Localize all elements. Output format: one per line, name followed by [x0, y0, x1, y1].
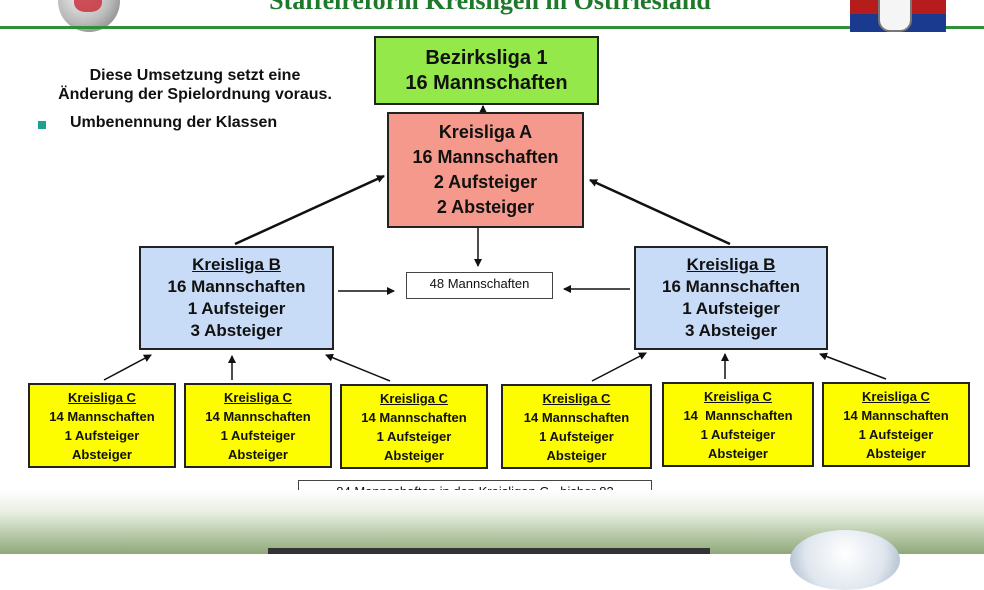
kreisliga-c-relegated: Absteiger [708, 445, 768, 461]
arrow-c3-to-b1 [325, 353, 391, 382]
kreisliga-c-box: Kreisliga C 14 Mannschaften 1 Aufsteiger… [662, 382, 814, 467]
soccer-ball-icon [790, 530, 900, 590]
kreisliga-c-relegated: Absteiger [546, 447, 607, 463]
kreisliga-c-title: Kreisliga C [704, 388, 772, 404]
kreisliga-c-promoted: 1 Aufsteiger [220, 427, 296, 443]
kreisliga-b-relegated: 3 Absteiger [685, 321, 777, 340]
kreisliga-c-title: Kreisliga C [68, 389, 136, 405]
kreisliga-c-box: Kreisliga C 14 Mannschaften 1 Aufsteiger… [28, 383, 176, 468]
note-line-1: Diese Umsetzung setzt eine [89, 67, 301, 84]
arrow-c4-to-b2 [591, 352, 647, 382]
kreisliga-c-teams: 14 Mannschaften [683, 407, 793, 423]
kreisliga-b-relegated: 3 Absteiger [190, 321, 283, 340]
kreisliga-c-title: Kreisliga C [224, 389, 292, 405]
kreisliga-c-teams: 14 Mannschaften [843, 407, 949, 423]
kreisliga-c-title: Kreisliga C [542, 390, 611, 406]
kreisliga-c-box: Kreisliga C 14 Mannschaften 1 Aufsteiger… [184, 383, 332, 468]
bezirksliga-box: Bezirksliga 1 16 Mannschaften [374, 36, 599, 105]
kreisliga-c-box: Kreisliga C 14 Mannschaften 1 Aufsteiger… [340, 384, 488, 469]
kreisliga-c-title: Kreisliga C [380, 390, 448, 406]
header-divider [0, 26, 984, 29]
kreisliga-b-box: Kreisliga B 16 Mannschaften 1 Aufsteiger… [139, 246, 334, 350]
kreisliga-c-relegated: Absteiger [866, 445, 926, 461]
kreisliga-c-title: Kreisliga C [862, 388, 930, 404]
kreisliga-b-promoted: 1 Aufsteiger [187, 299, 286, 318]
note-bullet: Umbenennung der Klassen [38, 114, 277, 132]
kreisliga-b-teams: 16 Mannschaften [167, 277, 306, 296]
kreisliga-a-promoted: 2 Aufsteiger [433, 172, 538, 192]
arrow-c6-to-b2 [819, 352, 887, 380]
kreisliga-a-box: Kreisliga A 16 Mannschaften 2 Aufsteiger… [387, 112, 584, 228]
square-bullet-icon [38, 121, 46, 129]
connector-arrows [103, 105, 887, 382]
kreisliga-c-box: Kreisliga C 14 Mannschaften 1 Aufsteiger… [501, 384, 652, 469]
kreisliga-c-box: Kreisliga C 14 Mannschaften 1 Aufsteiger… [822, 382, 970, 467]
kreisliga-c-teams: 14 Mannschaften [523, 409, 630, 425]
kreisliga-c-relegated: Absteiger [384, 447, 444, 463]
kreisliga-c-relegated: Absteiger [72, 446, 132, 462]
kreisliga-c-teams: 14 Mannschaften [361, 409, 467, 425]
kreisliga-c-teams: 14 Mannschaften [205, 408, 311, 424]
kreisliga-c-promoted: 1 Aufsteiger [858, 426, 934, 442]
kreisliga-b-title: Kreisliga B [686, 255, 776, 274]
arrow-c1-to-b1 [103, 354, 152, 381]
page-title: Staffelreform Kreisligen in Ostfriesland [269, 0, 711, 15]
bezirksliga-title: Bezirksliga 1 [425, 46, 548, 69]
kreisliga-c-promoted: 1 Aufsteiger [700, 426, 776, 442]
center-info-box: 48 Mannschaften [406, 272, 553, 299]
kreisliga-c-promoted: 1 Aufsteiger [539, 428, 614, 444]
note-line-2: Änderung der Spielordnung voraus. [58, 86, 332, 103]
kreisliga-c-promoted: 1 Aufsteiger [376, 428, 452, 444]
kreisliga-a-relegated: 2 Absteiger [436, 197, 535, 217]
arrow-b1-to-a [234, 174, 385, 246]
note-text: Diese Umsetzung setzt eine Änderung der … [30, 66, 360, 104]
bezirksliga-teams: 16 Mannschaften [405, 71, 568, 94]
kreisliga-b-promoted: 1 Aufsteiger [682, 299, 780, 318]
arrow-b2-to-a [589, 178, 731, 246]
kreisliga-b-box: Kreisliga B 16 Mannschaften 1 Aufsteiger… [634, 246, 828, 350]
footer-bar [268, 548, 710, 554]
coat-of-arms-icon [850, 0, 946, 32]
note-bullet-text: Umbenennung der Klassen [70, 114, 278, 131]
kreisliga-b-teams: 16 Mannschaften [662, 277, 800, 296]
kreisliga-c-teams: 14 Mannschaften [49, 408, 155, 424]
kreisliga-a-teams: 16 Mannschaften [412, 147, 559, 167]
kreisliga-c-promoted: 1 Aufsteiger [64, 427, 140, 443]
kreisliga-a-title: Kreisliga A [438, 122, 533, 142]
kreisliga-b-title: Kreisliga B [192, 255, 281, 274]
kreisliga-c-relegated: Absteiger [228, 446, 288, 462]
